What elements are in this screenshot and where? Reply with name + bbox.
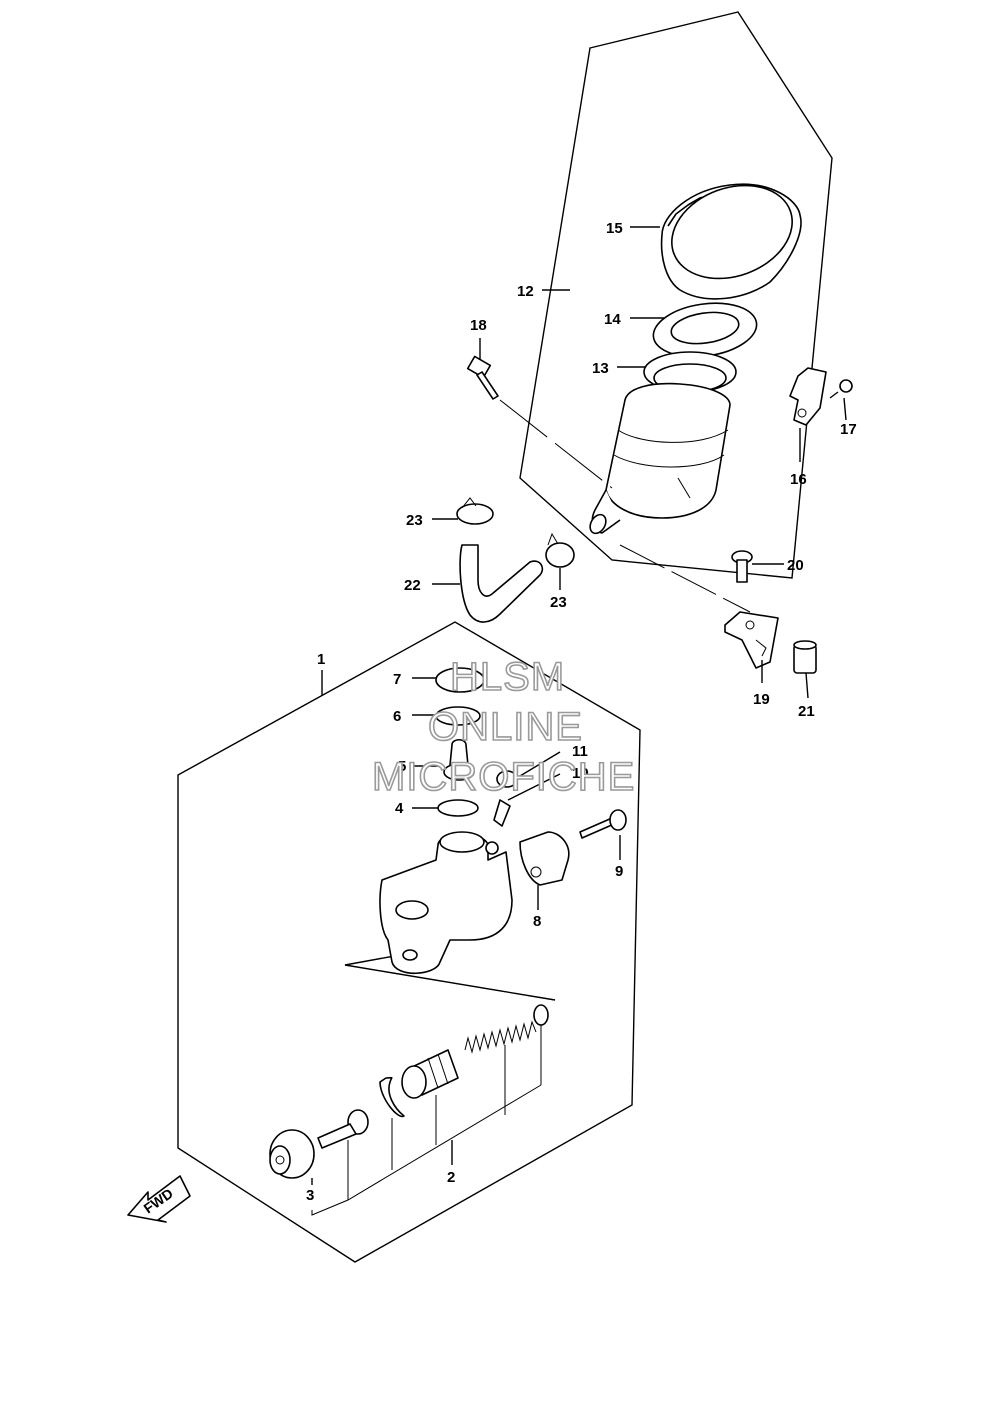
callout-3: 3 bbox=[306, 1187, 314, 1204]
callout-13: 13 bbox=[592, 360, 609, 377]
reservoir-cap bbox=[660, 183, 802, 300]
spring bbox=[464, 1004, 549, 1054]
reservoir-diaphragm bbox=[652, 302, 758, 358]
bolt-18 bbox=[466, 355, 613, 489]
callout-11: 11 bbox=[572, 743, 588, 760]
callout-17: 17 bbox=[840, 421, 857, 438]
circlip bbox=[379, 1076, 405, 1118]
callout-18: 18 bbox=[470, 317, 487, 334]
master-cylinder-body bbox=[379, 831, 513, 974]
callout-8: 8 bbox=[533, 913, 541, 930]
o-ring-4 bbox=[437, 799, 479, 817]
callout-2: 2 bbox=[447, 1169, 455, 1186]
bleeder-valve-10 bbox=[493, 799, 511, 827]
callout-6: 6 bbox=[393, 708, 401, 725]
callout-5: 5 bbox=[398, 758, 406, 775]
holder-8 bbox=[519, 831, 570, 886]
push-rod bbox=[317, 1109, 369, 1149]
callout-12: 12 bbox=[517, 283, 534, 300]
collar-21 bbox=[793, 640, 817, 674]
bracket-19 bbox=[724, 611, 779, 669]
reservoir-hose bbox=[459, 544, 544, 623]
callout-23-upper: 23 bbox=[406, 512, 423, 529]
callout-1: 1 bbox=[317, 651, 325, 668]
callout-15: 15 bbox=[606, 220, 623, 237]
bolt-9 bbox=[579, 809, 627, 839]
bleeder-cap-11 bbox=[496, 770, 518, 788]
hose-clamp-upper bbox=[456, 497, 494, 525]
watermark-line-3: MICROFICHE bbox=[372, 755, 635, 799]
callout-23-lower: 23 bbox=[550, 594, 567, 611]
piston bbox=[401, 1049, 459, 1099]
callout-16: 16 bbox=[790, 471, 807, 488]
callout-9: 9 bbox=[615, 863, 623, 880]
reservoir-tank bbox=[589, 382, 731, 535]
fwd-arrow: FWD bbox=[127, 1175, 191, 1223]
hose-clamp-lower bbox=[545, 532, 575, 568]
screw-17 bbox=[829, 379, 853, 399]
watermark-line-1: HLSM bbox=[450, 655, 565, 699]
callout-10: 10 bbox=[572, 765, 589, 782]
callout-19: 19 bbox=[753, 691, 770, 708]
callout-20: 20 bbox=[787, 557, 804, 574]
boot-3 bbox=[269, 1129, 315, 1179]
watermark: HLSM ONLINE MICROFICHE bbox=[371, 654, 635, 800]
callout-7: 7 bbox=[393, 671, 401, 688]
callout-22: 22 bbox=[404, 577, 421, 594]
watermark-line-2: ONLINE bbox=[428, 705, 583, 749]
callout-4: 4 bbox=[395, 800, 404, 817]
master-cylinder-group-outline bbox=[177, 621, 641, 1263]
callout-21: 21 bbox=[798, 703, 815, 720]
callout-14: 14 bbox=[604, 311, 621, 328]
bolt-20 bbox=[731, 550, 753, 583]
reservoir-group-outline bbox=[519, 11, 833, 579]
bracket-16 bbox=[789, 367, 827, 426]
fitting-5 bbox=[443, 738, 475, 781]
circlip-6 bbox=[435, 706, 481, 726]
cap-7 bbox=[435, 667, 485, 693]
